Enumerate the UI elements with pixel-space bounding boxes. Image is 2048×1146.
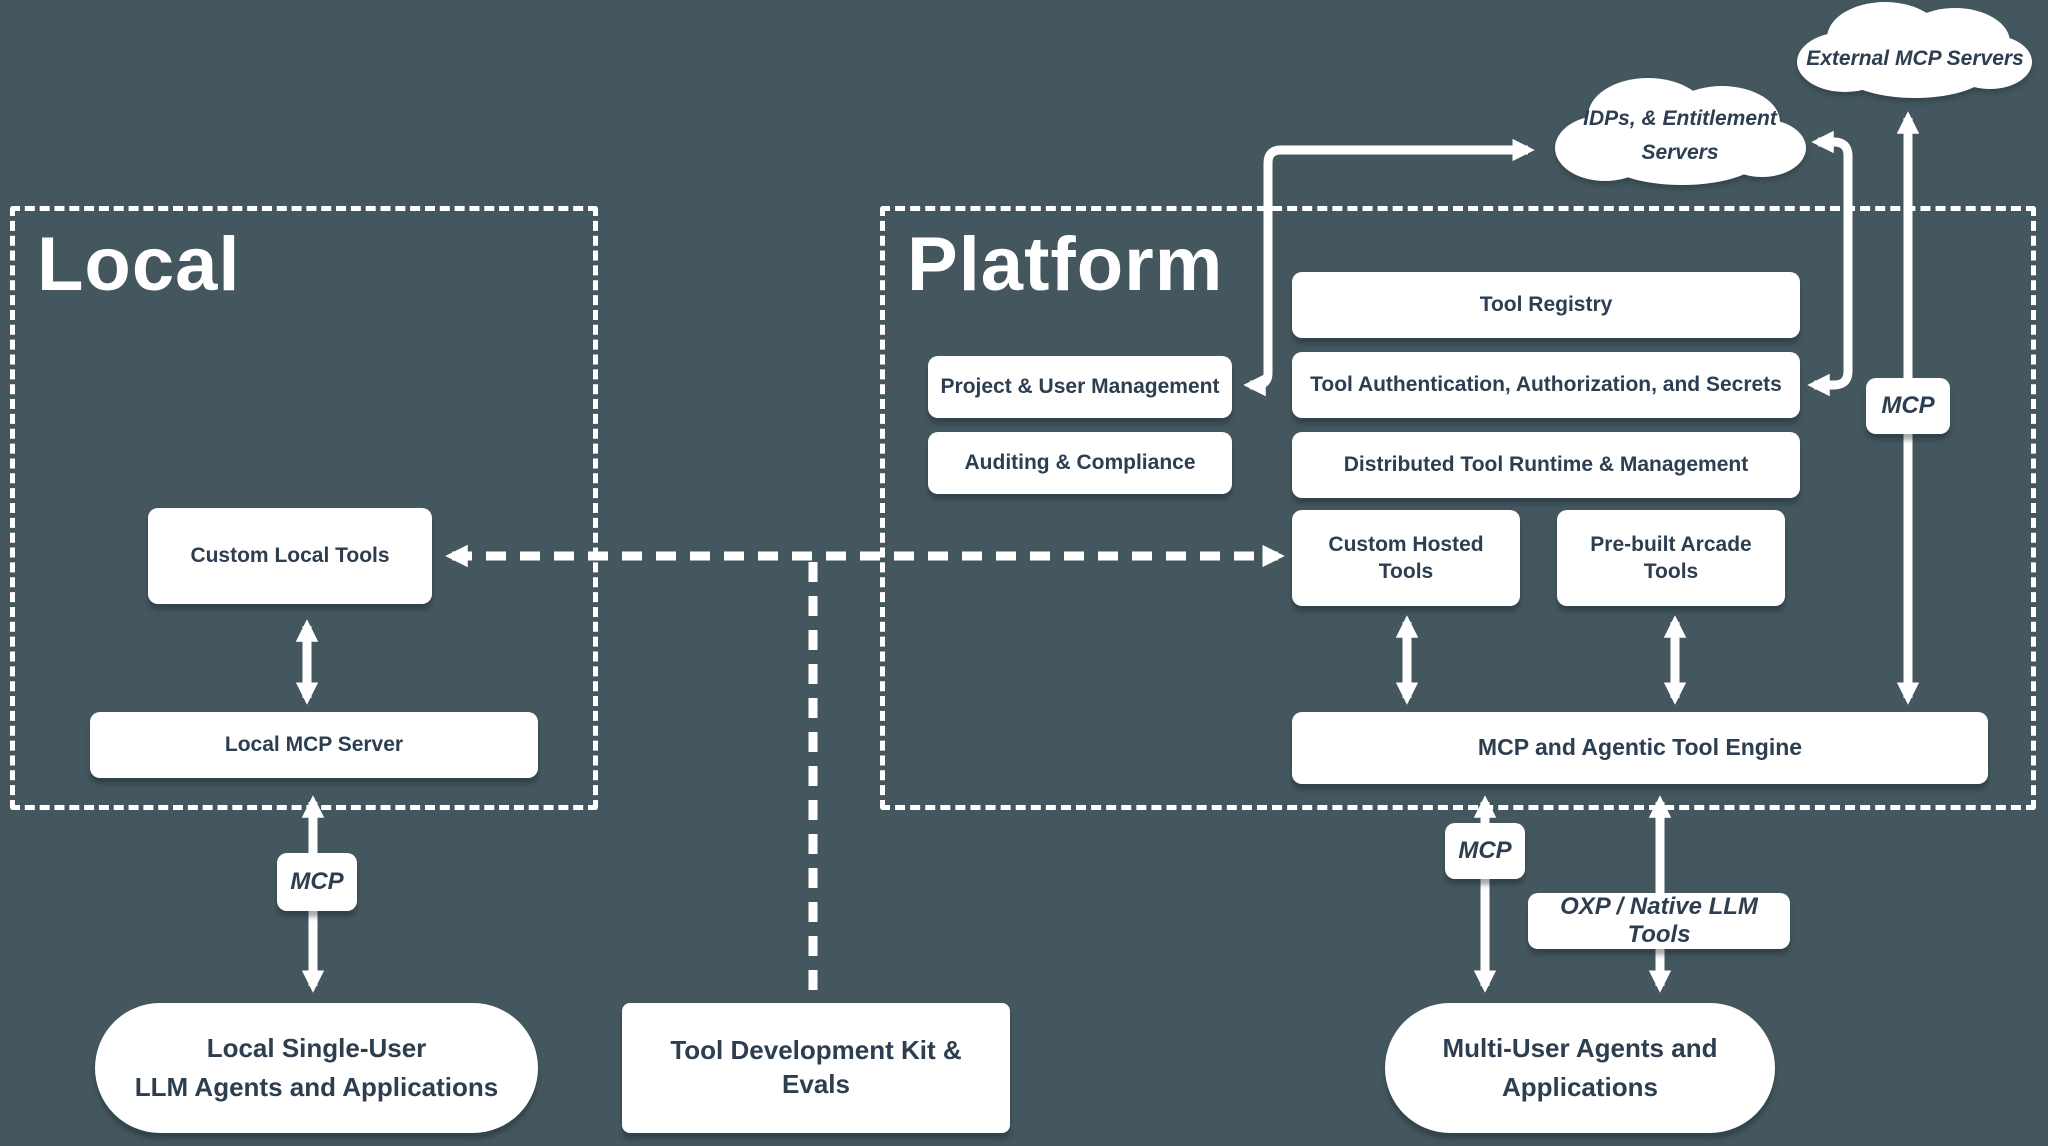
node-tool-auth: Tool Authentication, Authorization, and … — [1292, 352, 1800, 418]
external-cloud-label: External MCP Servers — [1800, 42, 2030, 76]
node-custom-local-label: Custom Local Tools — [190, 544, 390, 568]
platform-region-title: Platform — [907, 222, 1224, 307]
edge-label-mcp-local: MCP — [277, 853, 357, 911]
node-auditing-label: Auditing & Compliance — [964, 451, 1196, 475]
node-local-mcp-server: Local MCP Server — [90, 712, 538, 778]
local-region-title: Local — [37, 222, 241, 307]
edge-label-mcp-platform: MCP — [1445, 823, 1525, 879]
external-cloud-label-text: External MCP Servers — [1806, 47, 2024, 70]
terminal-tool-development-kit: Tool Development Kit & Evals — [622, 1003, 1010, 1133]
edge-label-oxp: OXP / Native LLM Tools — [1528, 893, 1790, 949]
node-engine-label: MCP and Agentic Tool Engine — [1477, 734, 1803, 761]
node-prebuilt-arcade-tools: Pre-built Arcade Tools — [1557, 510, 1785, 606]
node-tool-registry: Tool Registry — [1292, 272, 1800, 338]
edge-label-mcp-external: MCP — [1866, 378, 1950, 434]
idps-cloud-label-line2: Servers — [1641, 140, 1719, 164]
idps-cloud-label: IDPs, & Entitlement Servers — [1553, 102, 1807, 169]
edge-label-mcp-local-text: MCP — [290, 868, 344, 895]
edge-label-mcp-external-text: MCP — [1881, 392, 1935, 419]
node-tool-runtime: Distributed Tool Runtime & Management — [1292, 432, 1800, 498]
idps-cloud-label-line1: IDPs, & Entitlement — [1583, 107, 1777, 130]
node-engine: MCP and Agentic Tool Engine — [1292, 712, 1988, 784]
edge-label-oxp-text: OXP / Native LLM Tools — [1560, 893, 1758, 948]
terminal-multi-agents-line1: Multi-User Agents and — [1442, 1033, 1718, 1063]
terminal-local-agents-line2: LLM Agents and Applications — [134, 1072, 499, 1102]
terminal-tdk-label: Tool Development Kit & Evals — [670, 1035, 962, 1099]
terminal-local-agents-line1: Local Single-User — [206, 1033, 427, 1063]
terminal-local-agents: Local Single-User LLM Agents and Applica… — [95, 1003, 538, 1133]
node-project-user-label: Project & User Management — [940, 375, 1220, 399]
node-project-user-management: Project & User Management — [928, 356, 1232, 418]
node-custom-hosted-tools: Custom Hosted Tools — [1292, 510, 1520, 606]
node-auditing-compliance: Auditing & Compliance — [928, 432, 1232, 494]
terminal-multi-agents-line2: Applications — [1501, 1072, 1658, 1102]
node-tool-registry-label: Tool Registry — [1479, 293, 1613, 317]
node-tool-runtime-label: Distributed Tool Runtime & Management — [1343, 453, 1749, 477]
terminal-multi-user-agents: Multi-User Agents and Applications — [1385, 1003, 1775, 1133]
edge-label-mcp-platform-text: MCP — [1458, 837, 1512, 864]
node-tool-auth-label: Tool Authentication, Authorization, and … — [1310, 373, 1782, 397]
node-prebuilt-label: Pre-built Arcade Tools — [1590, 532, 1752, 583]
node-local-mcp-label: Local MCP Server — [224, 733, 404, 757]
node-custom-local-tools: Custom Local Tools — [148, 508, 432, 604]
node-custom-hosted-label: Custom Hosted Tools — [1328, 532, 1484, 583]
